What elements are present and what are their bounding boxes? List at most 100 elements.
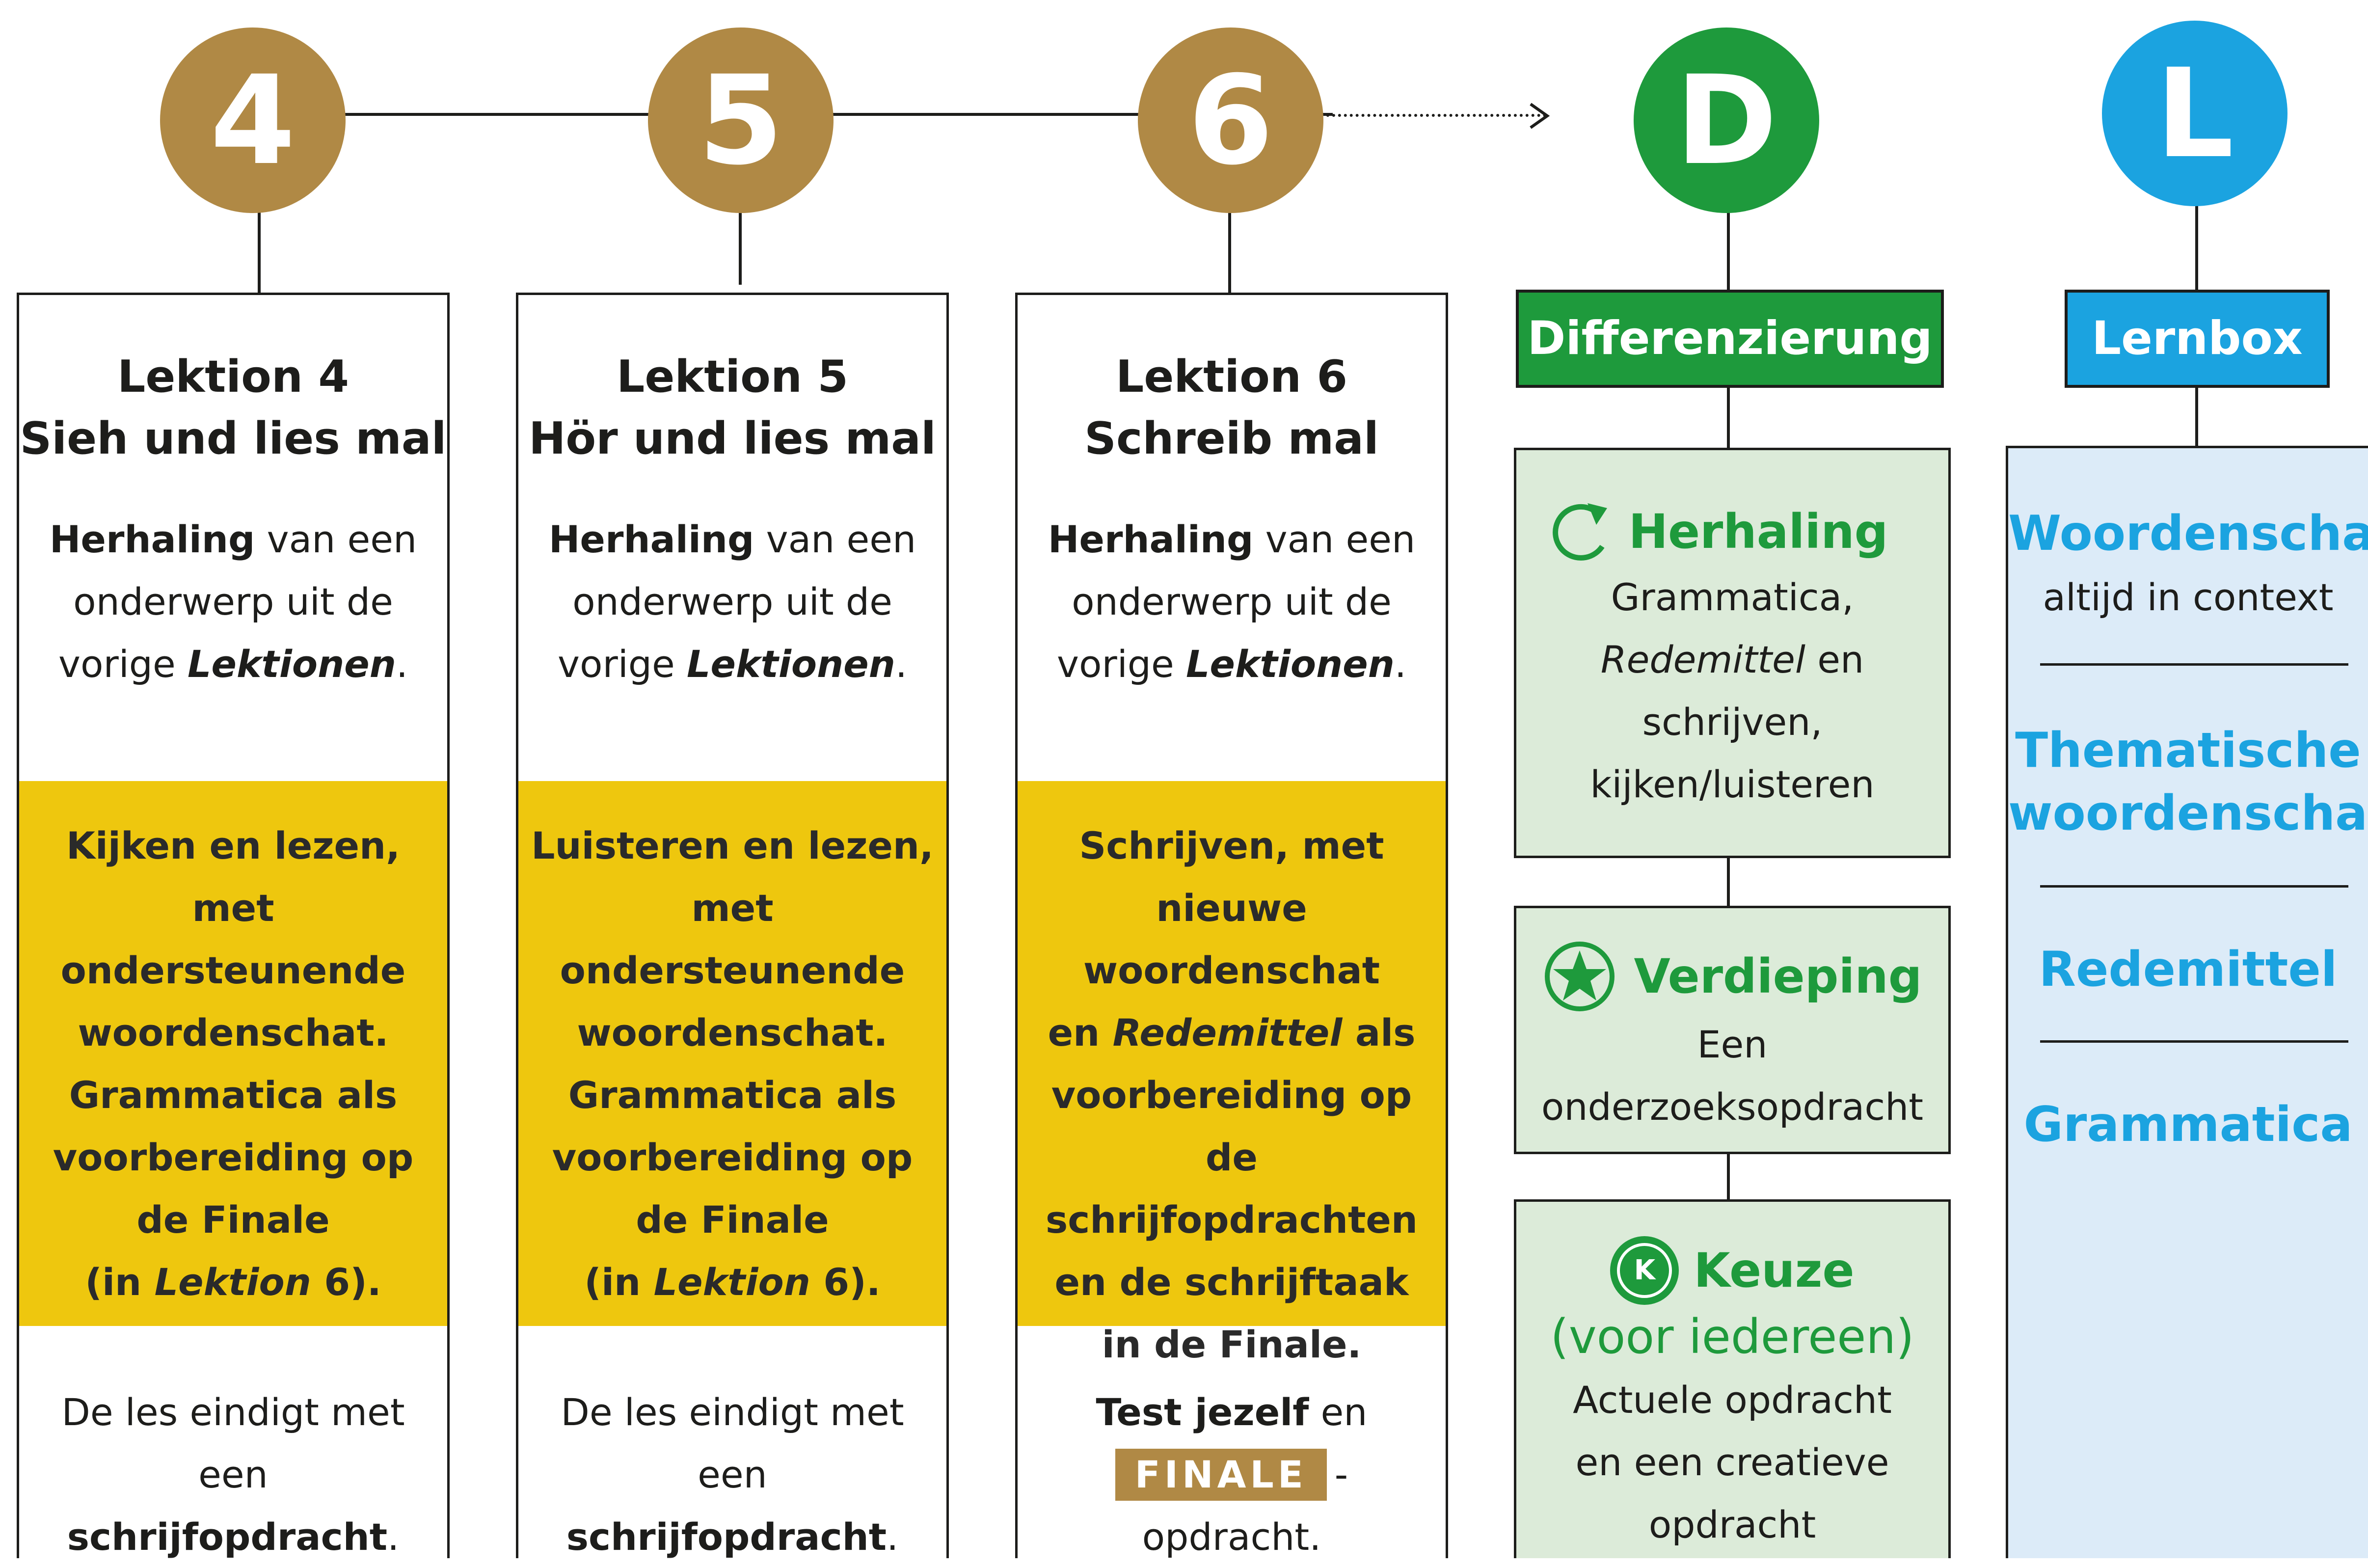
keuze-subheading: (voor iedereen) xyxy=(1550,1309,1914,1364)
connector-d-box2 xyxy=(1727,857,1730,908)
yellow-line: (in xyxy=(85,1260,155,1304)
intro-emphasis: Lektionen xyxy=(187,642,396,686)
lektion-5-yellow-block: Luisteren en lezen, met ondersteunende w… xyxy=(518,781,946,1326)
intro-text: onderwerp uit de xyxy=(572,580,892,623)
body-line: kijken/luisteren xyxy=(1590,762,1875,806)
intro-emphasis: Lektionen xyxy=(1185,642,1395,686)
outro-text: een xyxy=(698,1453,767,1496)
intro-text: van een xyxy=(1253,517,1416,561)
differenzierung-tag: Differenzierung xyxy=(1516,290,1944,388)
body-line: Grammatica, xyxy=(1611,575,1854,619)
k-circle-icon: K xyxy=(1610,1236,1679,1305)
yellow-emphasis: Lektion xyxy=(154,1260,311,1304)
lernbox-item-line: woordenschat xyxy=(2008,785,2368,841)
repeat-arrow-icon xyxy=(1552,503,1607,561)
intro-text: vorige xyxy=(557,642,687,686)
lektion-6-intro: Herhaling van een onderwerp uit de vorig… xyxy=(1037,508,1426,695)
intro-text: vorige xyxy=(1056,642,1186,686)
outro-text: De les eindigt met xyxy=(61,1390,405,1434)
outro-bold: schrijfopdracht xyxy=(566,1515,887,1559)
body-emphasis: Redemittel xyxy=(1600,638,1806,681)
lektion-6-outro: Test jezelf en FINALE-opdracht. xyxy=(1027,1381,1436,1568)
outro-text: . xyxy=(887,1515,899,1559)
yellow-line: de Finale xyxy=(136,1198,330,1242)
dotted-arrow xyxy=(1320,114,1546,117)
lernbox-item-woordenschat: Woordenschat xyxy=(2008,506,2368,562)
keuze-body: Actuele opdracht en een creatieve opdrac… xyxy=(1516,1369,1948,1556)
intro-bold: Herhaling xyxy=(548,517,754,561)
yellow-line: woordenschat. xyxy=(577,1011,888,1054)
intro-text: van een xyxy=(754,517,916,561)
yellow-line: Schrijven, met xyxy=(1079,824,1384,867)
body-line: Een xyxy=(1697,1023,1768,1066)
connector-l xyxy=(2195,201,2198,290)
body-line: onderzoeksopdracht xyxy=(1541,1085,1924,1129)
verdieping-label: Verdieping xyxy=(1634,949,1922,1004)
lernbox-item-redemittel: Redemittel xyxy=(2039,942,2338,998)
lektion-4-yellow-block: Kijken en lezen, met ondersteunende woor… xyxy=(19,781,447,1326)
lernbox-divider xyxy=(2040,885,2348,888)
yellow-line: Luisteren en lezen, xyxy=(531,824,934,867)
outro-text: . xyxy=(387,1515,400,1559)
lernbox-divider xyxy=(2040,1040,2348,1043)
connector-l-box xyxy=(2195,386,2198,447)
lektion-6-column: Lektion 6 Schreib mal Herhaling van een … xyxy=(1015,293,1448,1559)
star-icon xyxy=(1544,942,1615,1011)
yellow-line: 6). xyxy=(810,1260,881,1304)
yellow-line: woordenschat. xyxy=(78,1011,389,1054)
yellow-line: 6). xyxy=(311,1260,381,1304)
verdieping-body: Een onderzoeksopdracht xyxy=(1516,1013,1948,1138)
lesson-5-circle: 5 xyxy=(648,27,834,213)
yellow-line: ondersteunende xyxy=(60,948,406,992)
finale-badge: FINALE xyxy=(1115,1449,1327,1501)
intro-emphasis: Lektionen xyxy=(686,642,895,686)
yellow-line: Grammatica als xyxy=(568,1073,897,1117)
yellow-emphasis: Redemittel xyxy=(1112,1011,1343,1054)
intro-text: . xyxy=(396,642,408,686)
yellow-line: voorbereiding op xyxy=(552,1135,913,1179)
lernbox-panel: Woordenschat altijd in context Thematisc… xyxy=(2006,446,2368,1558)
yellow-line: met ondersteunende xyxy=(560,886,905,992)
lektion-4-outro: De les eindigt met een schrijfopdracht. xyxy=(29,1381,437,1568)
lektion-4-column: Lektion 4 Sieh und lies mal Herhaling va… xyxy=(17,293,450,1559)
connector-5 xyxy=(739,206,742,285)
connector-6 xyxy=(1228,206,1231,295)
lektion-5-column: Lektion 5 Hör und lies mal Herhaling van… xyxy=(516,293,949,1559)
lernbox-circle: L xyxy=(2102,21,2287,206)
intro-text: . xyxy=(895,642,908,686)
intro-text: van een xyxy=(255,517,417,561)
lernbox-item-thematische: Thematische woordenschat xyxy=(2008,719,2368,845)
intro-text: . xyxy=(1394,642,1407,686)
lektion-5-title: Lektion 5 Hör und lies mal xyxy=(518,346,946,470)
connector-d xyxy=(1727,206,1730,290)
lesson-6-circle: 6 xyxy=(1138,27,1323,213)
lernbox-item-grammatica: Grammatica xyxy=(2023,1097,2353,1153)
connector-d-box1 xyxy=(1727,386,1730,450)
outro-text: een xyxy=(198,1453,268,1496)
body-line: opdracht xyxy=(1648,1503,1816,1546)
yellow-line: Grammatica als xyxy=(69,1073,398,1117)
lernbox-divider xyxy=(2040,663,2348,666)
verdieping-heading: Verdieping xyxy=(1516,940,1948,1013)
keuze-label: Keuze xyxy=(1694,1243,1855,1298)
yellow-emphasis: Lektion xyxy=(653,1260,810,1304)
arrow-head-icon xyxy=(1530,103,1550,129)
body-line: en xyxy=(1805,638,1864,681)
body-line: en een creatieve xyxy=(1575,1440,1889,1484)
outro-text: en xyxy=(1309,1390,1368,1434)
body-line: Actuele opdracht xyxy=(1573,1378,1892,1422)
herhaling-body: Grammatica, Redemittel en schrijven, kij… xyxy=(1516,566,1948,815)
title-line: Lektion 5 xyxy=(617,351,848,403)
lektion-4-title: Lektion 4 Sieh und lies mal xyxy=(19,346,447,470)
lektion-5-outro: De les eindigt met een schrijfopdracht. xyxy=(528,1381,937,1568)
intro-text: onderwerp uit de xyxy=(1072,580,1392,623)
lernbox-item-line: Thematische xyxy=(2015,723,2361,779)
lernbox-tag: Lernbox xyxy=(2065,290,2330,388)
lektion-6-yellow-block: Schrijven, met nieuwe woordenschat en Re… xyxy=(1018,781,1446,1366)
intro-text: onderwerp uit de xyxy=(73,580,393,623)
yellow-line: in de Finale. xyxy=(1102,1323,1362,1366)
yellow-line: (in xyxy=(584,1260,654,1304)
herhaling-heading: Herhaling xyxy=(1487,497,1948,566)
title-line: Hör und lies mal xyxy=(529,413,936,464)
title-line: Lektion 6 xyxy=(1116,351,1347,403)
